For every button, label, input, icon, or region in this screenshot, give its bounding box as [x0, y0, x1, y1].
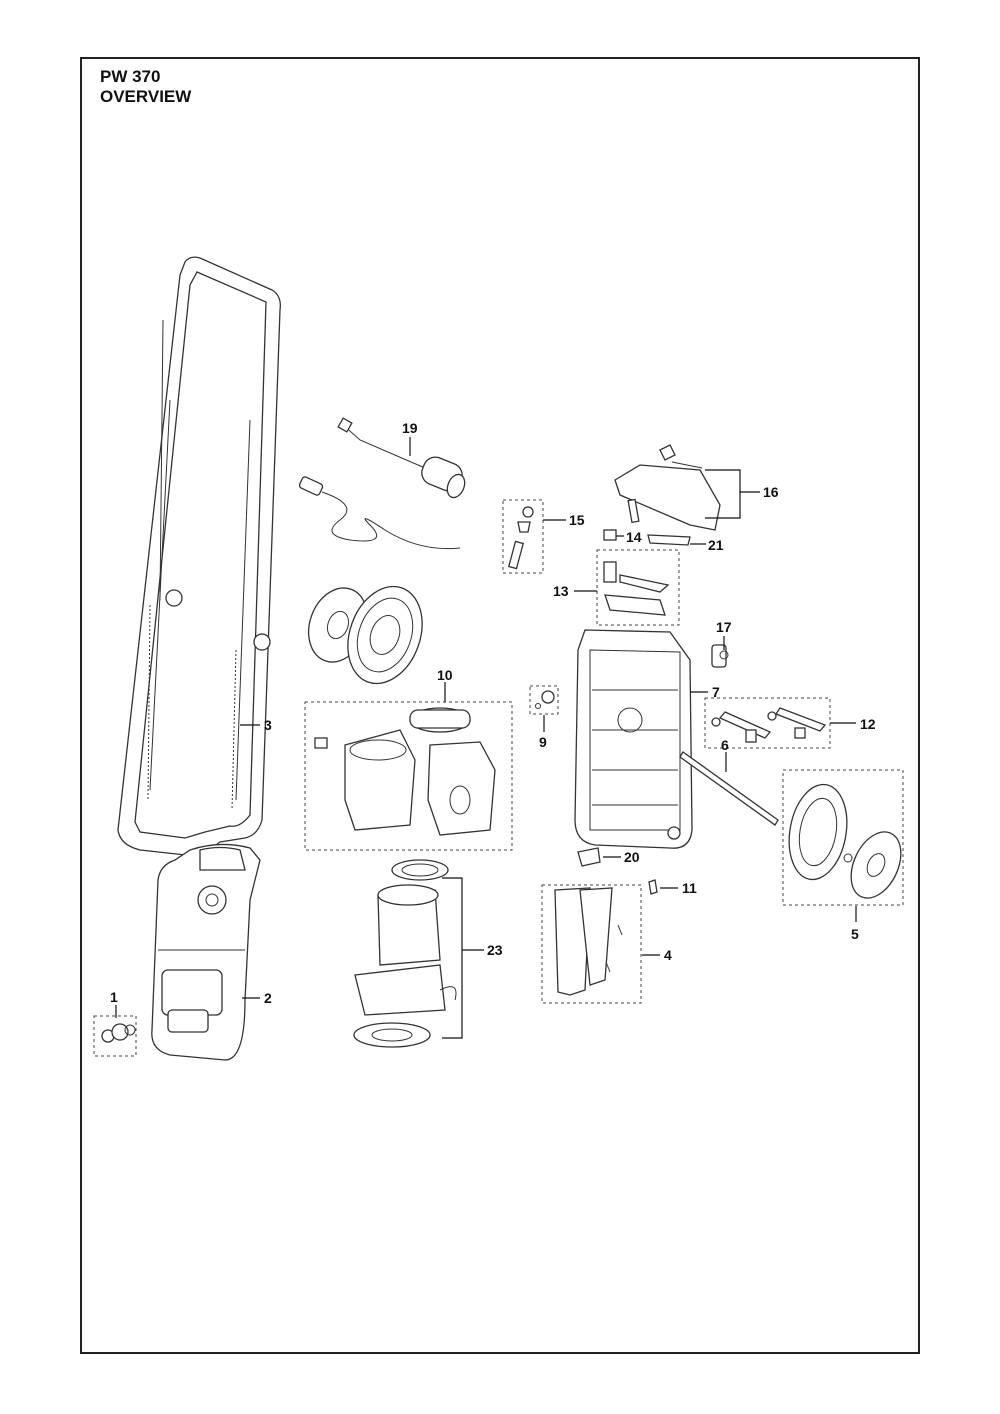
callout-7: 7 — [712, 684, 720, 700]
callout-11: 11 — [682, 880, 697, 896]
hook — [711, 644, 729, 668]
drawing-frame — [80, 57, 920, 1354]
valve-parts — [507, 506, 534, 570]
control-panel-parts — [603, 561, 670, 616]
group-10-box — [304, 701, 513, 851]
view-title: OVERVIEW — [100, 87, 192, 106]
circuit-board — [647, 534, 691, 546]
clip — [577, 847, 601, 867]
callout-10: 10 — [437, 667, 453, 683]
top-cover — [614, 444, 721, 531]
clips — [711, 707, 827, 743]
callout-1: 1 — [110, 989, 118, 1005]
callout-20: 20 — [624, 849, 640, 865]
left-wheel-assembly — [308, 585, 423, 685]
group-13-box — [596, 549, 680, 626]
handle-frame — [117, 256, 281, 857]
pin — [648, 879, 658, 895]
callout-2: 2 — [264, 990, 272, 1006]
axle — [679, 751, 779, 826]
holder — [554, 887, 623, 996]
callout-3: 3 — [264, 717, 272, 733]
main-housing — [574, 629, 693, 849]
motor-housing — [314, 707, 496, 836]
callout-labels: 1 2 3 4 5 6 7 9 10 11 12 13 14 15 16 17 — [110, 420, 876, 1039]
group-15-box — [502, 499, 544, 574]
callout-23: 23 — [487, 942, 503, 958]
model-title: PW 370 — [100, 67, 161, 86]
callout-4: 4 — [664, 947, 672, 963]
right-wheel-assembly — [788, 783, 902, 899]
group-5-box — [782, 769, 904, 906]
power-cord — [298, 417, 466, 550]
callout-14: 14 — [626, 529, 642, 545]
switch — [603, 529, 617, 541]
callout-17: 17 — [716, 619, 732, 635]
callout-16: 16 — [763, 484, 779, 500]
callout-5: 5 — [851, 926, 859, 942]
callout-21: 21 — [708, 537, 724, 553]
callout-6: 6 — [721, 737, 729, 753]
rear-housing — [151, 843, 261, 1061]
callout-12: 12 — [860, 716, 876, 732]
group-4-box — [541, 884, 642, 1004]
callout-9: 9 — [539, 734, 547, 750]
callout-15: 15 — [569, 512, 585, 528]
bracket — [529, 685, 559, 715]
callout-13: 13 — [553, 583, 569, 599]
coupling — [93, 1015, 137, 1057]
motor-pump — [353, 859, 457, 1048]
callout-19: 19 — [402, 420, 418, 436]
